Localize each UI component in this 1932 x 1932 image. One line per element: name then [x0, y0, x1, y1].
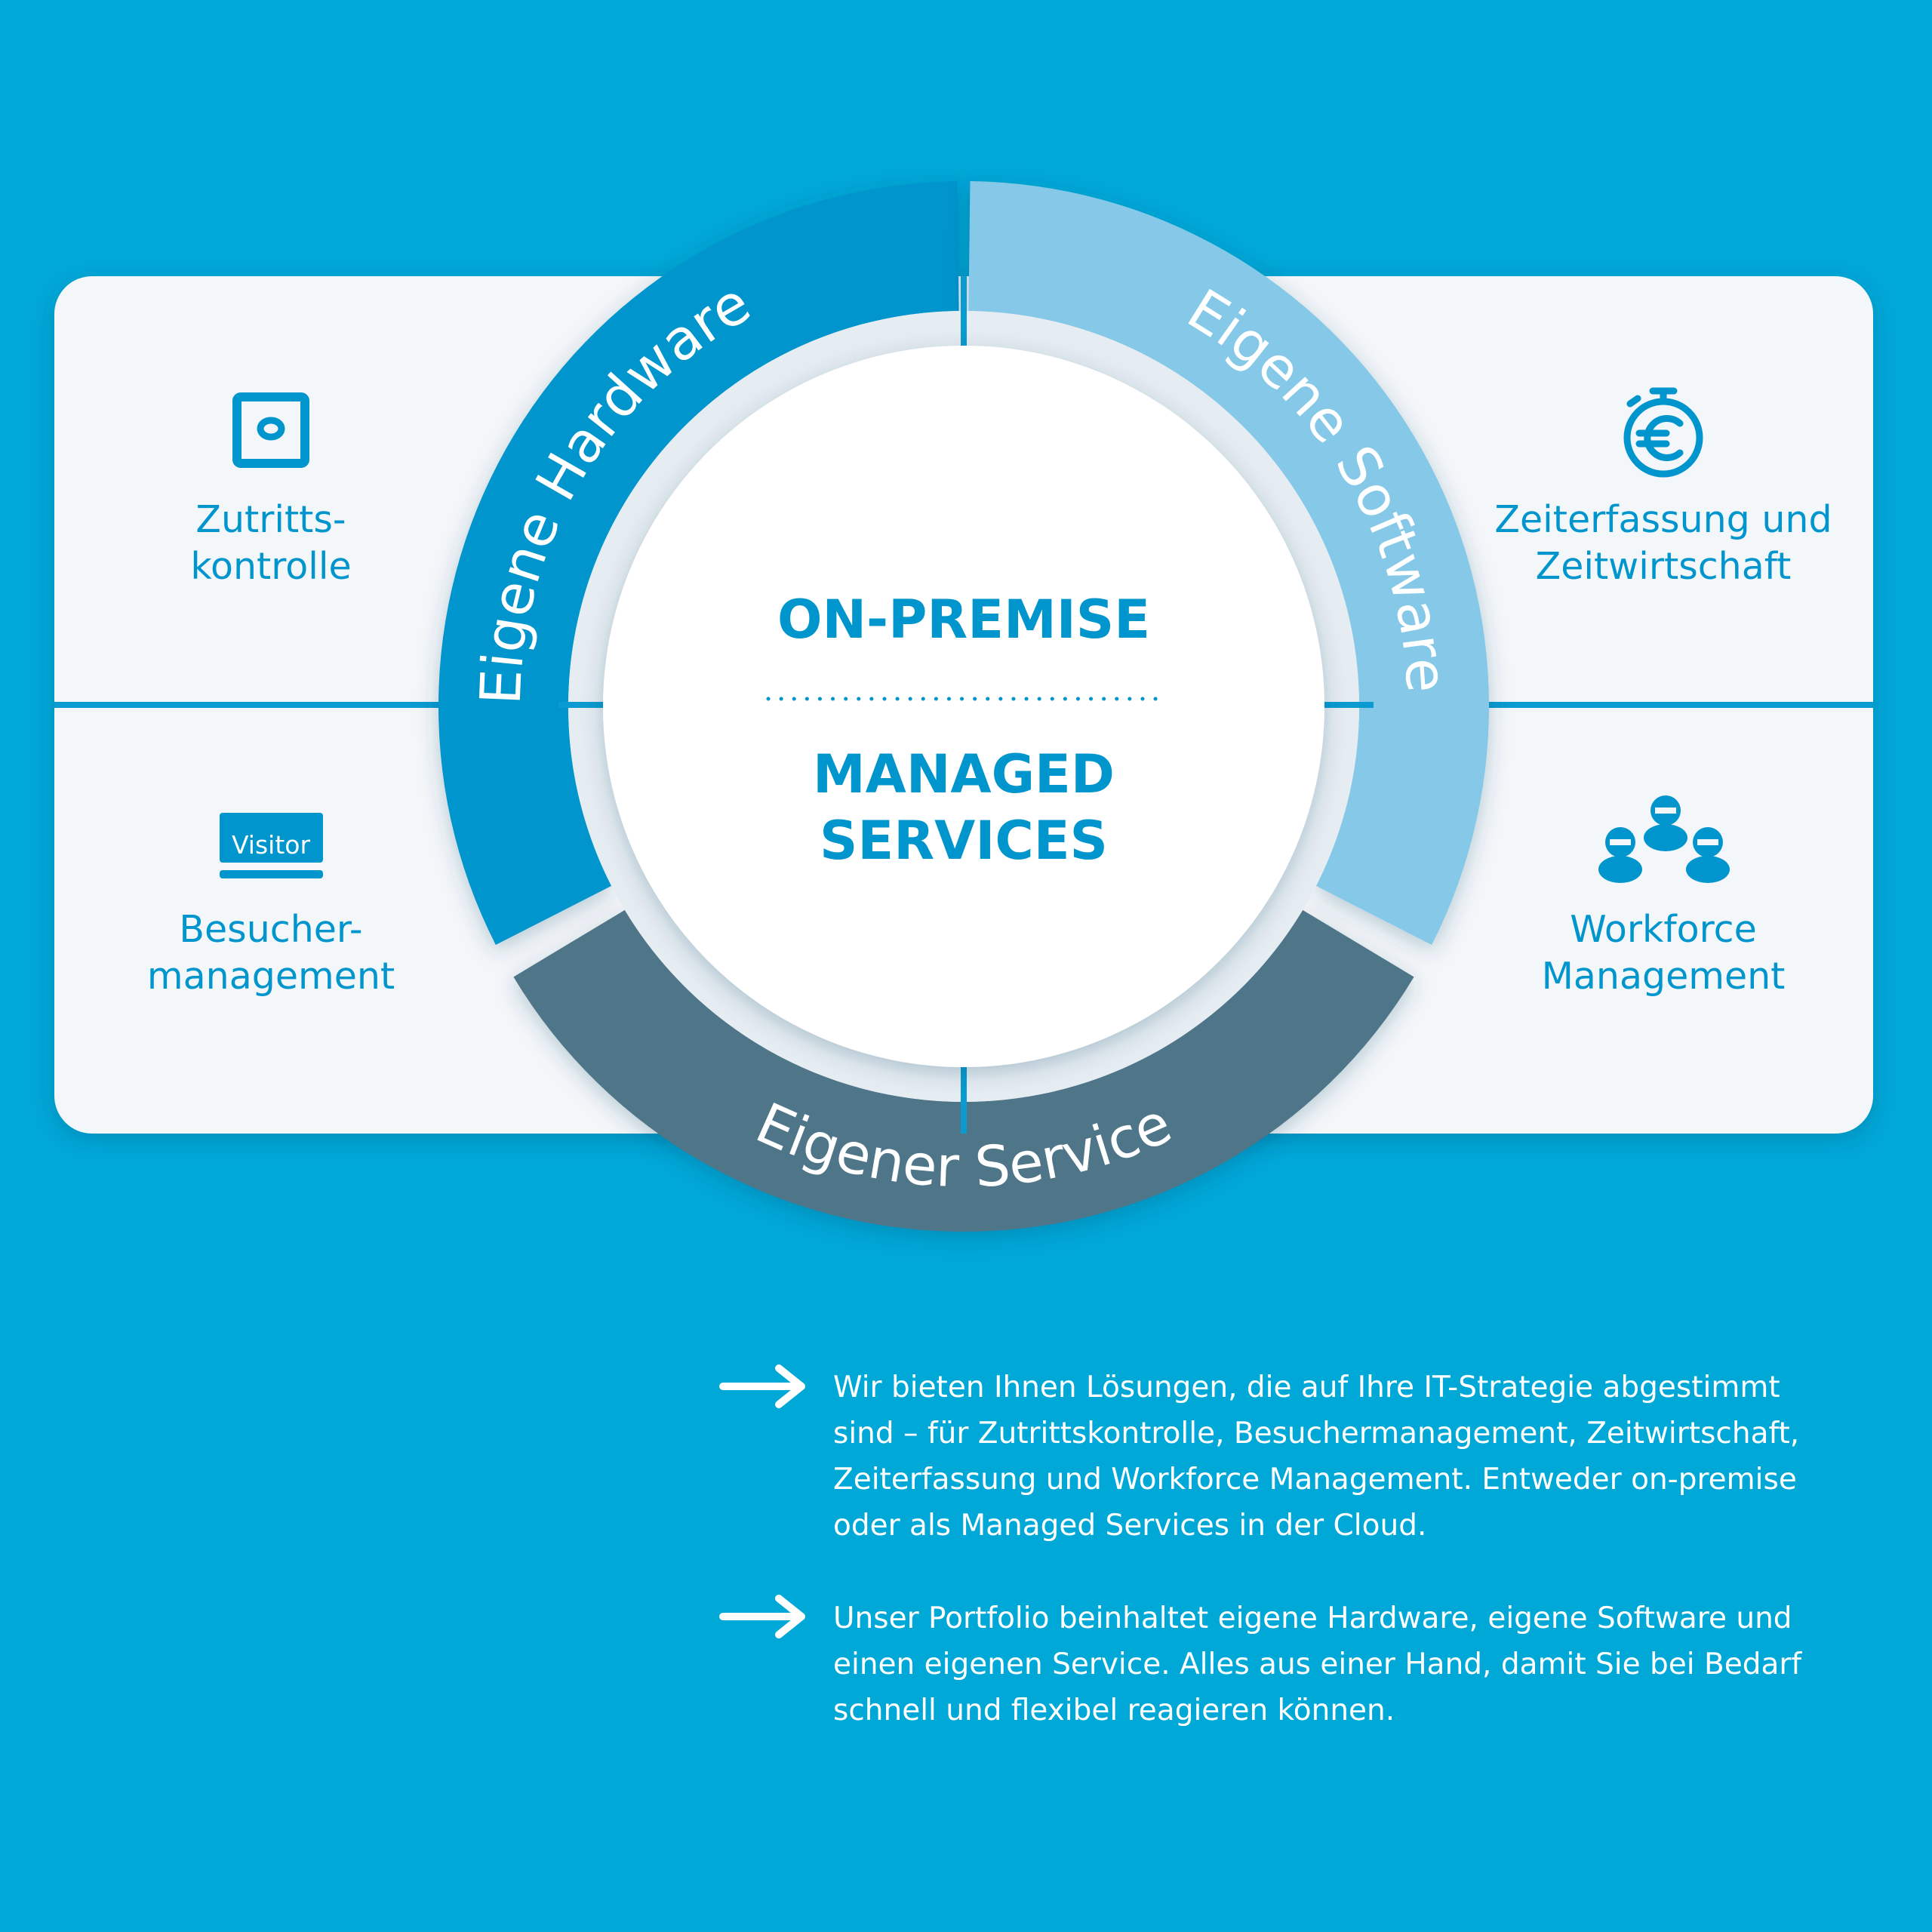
paragraph-line: einen eigenen Service. Alles aus einer H… — [833, 1647, 1802, 1681]
arrow-right-icon — [719, 1595, 805, 1638]
label-workforce-management: Workforce Management — [1452, 906, 1875, 1000]
paragraph-line: oder als Managed Services in der Cloud. — [833, 1509, 1427, 1543]
ring-segment-hardware — [438, 181, 959, 945]
visitor-badge-icon: Visitor — [220, 813, 323, 878]
label-line: management — [146, 955, 395, 998]
paragraph-line: sind – für Zutrittskontrolle, Besucherma… — [833, 1417, 1800, 1451]
label-line: Zeitwirtschaft — [1535, 545, 1792, 588]
paragraph-line: Unser Portfolio beinhaltet eigene Hardwa… — [833, 1601, 1792, 1635]
ring-segment-software — [968, 181, 1490, 945]
ring-segment-service — [513, 909, 1414, 1232]
paragraph-line: schnell und flexibel reagieren können. — [833, 1694, 1395, 1727]
label-line: Zeiterfassung und — [1494, 498, 1832, 541]
center-on-premise: ON-PREMISE — [777, 589, 1150, 651]
paragraph-line: Zeiterfassung und Workforce Management. … — [833, 1463, 1797, 1497]
workforce-people-icon — [1598, 795, 1730, 883]
label-line: Zutritts- — [195, 498, 346, 541]
door-access-icon — [232, 392, 309, 468]
paragraph-1: Wir bieten Ihnen Lösungen, die auf Ihre … — [833, 1364, 1799, 1549]
arrow-right-icon — [719, 1364, 805, 1408]
label-line: Workforce — [1570, 908, 1757, 951]
center-managed: MANAGED — [813, 743, 1115, 805]
label-line: Management — [1541, 955, 1786, 998]
paragraph-line: Wir bieten Ihnen Lösungen, die auf Ihre … — [833, 1371, 1780, 1404]
label-line: kontrolle — [190, 545, 352, 588]
visitor-badge-text: Visitor — [232, 830, 311, 860]
center-services: SERVICES — [820, 810, 1108, 872]
label-line: Besucher- — [179, 908, 363, 951]
center-circle — [603, 346, 1324, 1067]
stopwatch-euro-icon — [1623, 387, 1703, 478]
label-besuchermanagement: Besucher- management — [60, 906, 482, 1000]
label-zeiterfassung: Zeiterfassung und Zeitwirtschaft — [1452, 497, 1875, 590]
label-zutrittskontrolle: Zutritts- kontrolle — [60, 497, 482, 590]
paragraph-2: Unser Portfolio beinhaltet eigene Hardwa… — [833, 1595, 1801, 1734]
